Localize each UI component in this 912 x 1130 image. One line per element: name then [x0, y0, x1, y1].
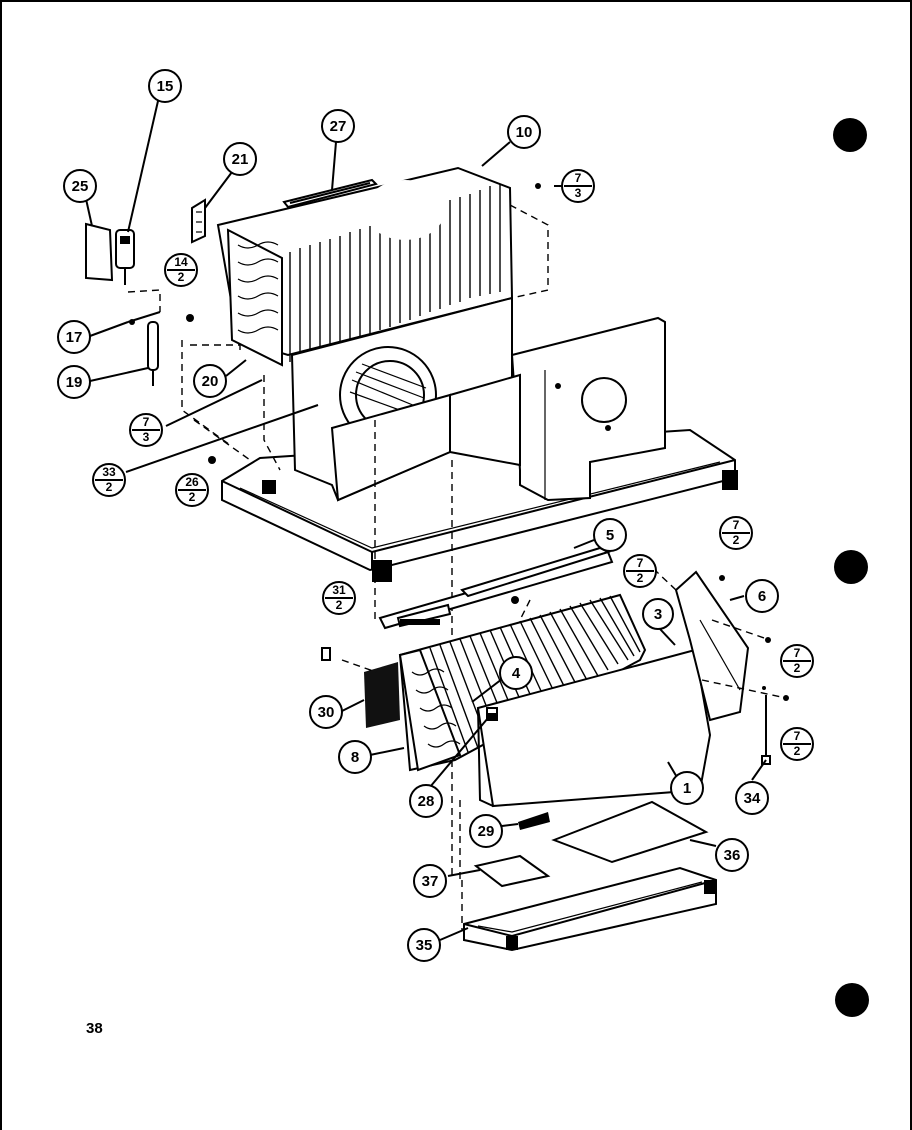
coil-top-bracket [282, 178, 378, 209]
callout-37: 37 [413, 864, 447, 898]
callout-label: 21 [232, 151, 249, 168]
callout-10: 10 [507, 115, 541, 149]
callout-label: 6 [758, 588, 766, 605]
fan-shroud-and-bulkhead [290, 296, 666, 502]
callout-17: 17 [57, 320, 91, 354]
fraction-numerator: 31 [332, 583, 346, 597]
fraction-callout-26-2: 26 2 [175, 473, 209, 507]
callout-5: 5 [593, 518, 627, 552]
callout-3: 3 [642, 598, 674, 630]
fraction-numerator: 7 [143, 415, 150, 429]
callout-15: 15 [148, 69, 182, 103]
callout-label: 36 [724, 847, 741, 864]
fraction-denominator: 2 [637, 571, 644, 585]
callout-label: 19 [66, 374, 83, 391]
front-panel [476, 648, 712, 808]
binder-hole [833, 118, 867, 152]
callout-20: 20 [193, 364, 227, 398]
fraction-callout-14-2: 14 2 [164, 253, 198, 287]
callout-label: 34 [744, 790, 761, 807]
fraction-denominator: 2 [189, 490, 196, 504]
fraction-numerator: 14 [174, 255, 188, 269]
drain-pan [463, 866, 717, 952]
fraction-numerator: 7 [575, 171, 582, 185]
filter-mesh [364, 662, 400, 728]
fraction-callout-7-2-b: 7 2 [623, 554, 657, 588]
callout-leaders [85, 100, 767, 941]
fraction-callout-7-2-c: 7 2 [780, 644, 814, 678]
callout-29: 29 [469, 814, 503, 848]
drain-strip [460, 546, 611, 598]
callout-label: 10 [516, 124, 533, 141]
callout-25: 25 [63, 169, 97, 203]
callout-label: 15 [157, 78, 174, 95]
callout-label: 20 [202, 373, 219, 390]
callout-30: 30 [309, 695, 343, 729]
fraction-callout-7-2-a: 7 2 [719, 516, 753, 550]
binder-hole [835, 983, 869, 1017]
callout-label: 27 [330, 118, 347, 135]
small-bracket [518, 812, 550, 830]
drip-tube [761, 695, 771, 765]
callout-19: 19 [57, 365, 91, 399]
fraction-denominator: 2 [733, 533, 740, 547]
callout-4: 4 [499, 656, 533, 690]
callout-label: 1 [683, 780, 691, 797]
service-valve [85, 222, 135, 285]
side-panel [674, 570, 750, 722]
fraction-callout-7-3-top: 7 3 [561, 169, 595, 203]
fraction-callout-33-2: 33 2 [92, 463, 126, 497]
insulation-pad [551, 800, 709, 864]
callout-label: 37 [422, 873, 439, 890]
callout-36: 36 [715, 838, 749, 872]
callout-34: 34 [735, 781, 769, 815]
callout-label: 29 [478, 823, 495, 840]
fraction-denominator: 3 [575, 186, 582, 200]
fraction-callout-7-3-left: 7 3 [129, 413, 163, 447]
base-foot [372, 560, 392, 582]
callout-label: 30 [318, 704, 335, 721]
base-foot [722, 470, 738, 490]
fasteners [129, 183, 789, 701]
fraction-denominator: 2 [794, 744, 801, 758]
callout-label: 28 [418, 793, 435, 810]
callout-21: 21 [223, 142, 257, 176]
fraction-callout-31-2: 31 2 [322, 581, 356, 615]
fraction-denominator: 2 [336, 598, 343, 612]
fraction-denominator: 3 [143, 430, 150, 444]
fraction-denominator: 2 [178, 270, 185, 284]
callout-label: 25 [72, 178, 89, 195]
fraction-denominator: 2 [106, 480, 113, 494]
base-foot [262, 480, 276, 494]
drain-pad [473, 854, 551, 888]
binder-holes [833, 118, 869, 1017]
page-number: 38 [86, 1020, 103, 1037]
callout-label: 35 [416, 937, 433, 954]
clip [321, 647, 331, 661]
fraction-denominator: 2 [794, 661, 801, 675]
binder-hole [834, 550, 868, 584]
fraction-numerator: 7 [637, 556, 644, 570]
callout-label: 3 [654, 606, 662, 623]
callout-27: 27 [321, 109, 355, 143]
callout-8: 8 [338, 740, 372, 774]
callout-6: 6 [745, 579, 779, 613]
fraction-callout-7-2-d: 7 2 [780, 727, 814, 761]
callout-label: 8 [351, 749, 359, 766]
callout-1: 1 [670, 771, 704, 805]
callout-28: 28 [409, 784, 443, 818]
fraction-numerator: 7 [794, 729, 801, 743]
fraction-numerator: 7 [733, 518, 740, 532]
fraction-numerator: 26 [185, 475, 199, 489]
callout-label: 17 [66, 329, 83, 346]
callout-label: 4 [512, 665, 521, 682]
coil-side-bracket [191, 198, 206, 244]
callout-35: 35 [407, 928, 441, 962]
fraction-numerator: 7 [794, 646, 801, 660]
fraction-numerator: 33 [102, 465, 116, 479]
callout-label: 5 [606, 527, 614, 544]
top-cover-strip [378, 550, 614, 630]
